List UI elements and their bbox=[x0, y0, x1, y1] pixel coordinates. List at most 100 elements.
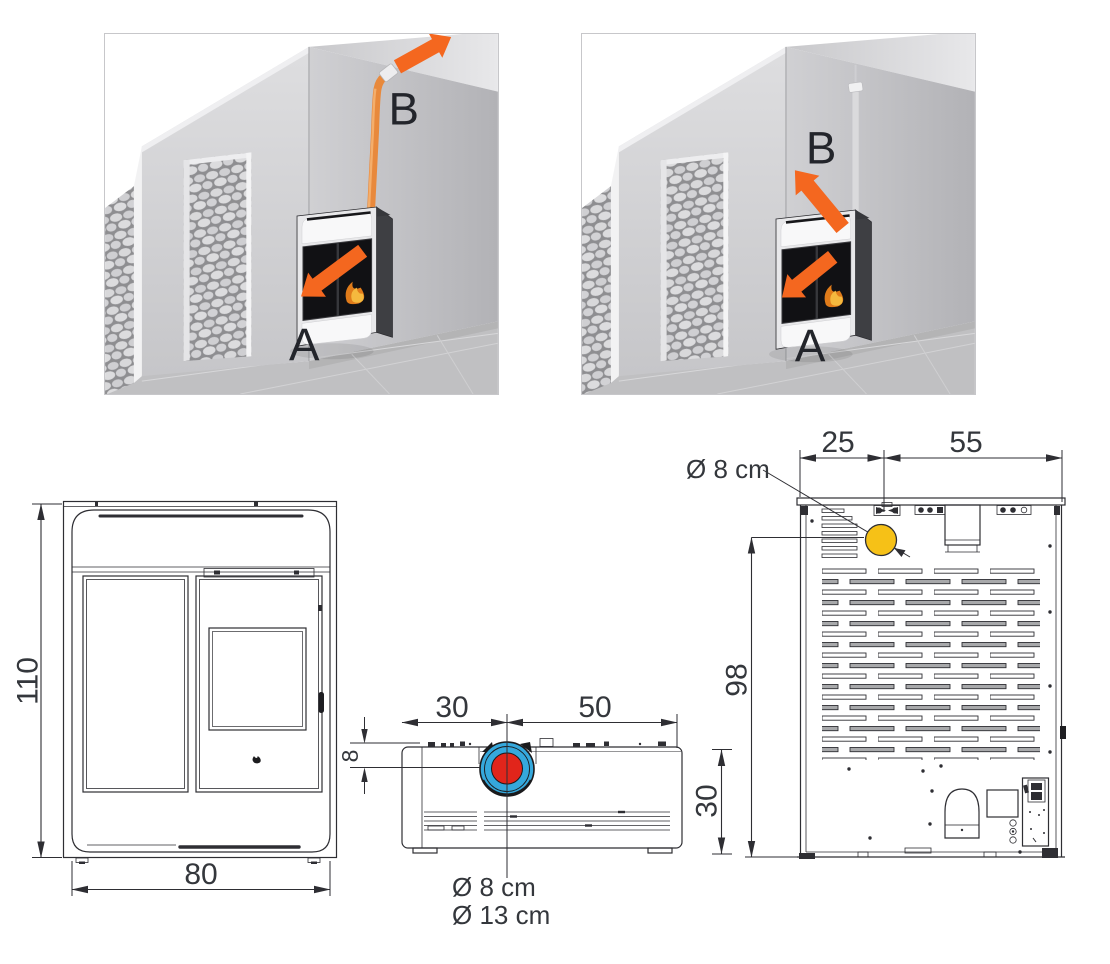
label-a: A bbox=[289, 319, 320, 370]
floor bbox=[105, 321, 498, 394]
technical-drawings: 110 80 bbox=[0, 420, 1110, 964]
door-handle bbox=[318, 692, 324, 713]
ceiling-collar bbox=[378, 63, 399, 82]
recessed-duct-channel bbox=[848, 64, 864, 213]
floor-wall-shadow bbox=[308, 321, 498, 370]
rear-flue-outlet bbox=[762, 469, 911, 558]
dim-25-label: 25 bbox=[821, 426, 854, 459]
floor-tile-line bbox=[436, 335, 474, 394]
stove-side bbox=[855, 209, 872, 341]
stove-bottom-band bbox=[301, 314, 372, 345]
wall-top-strip bbox=[141, 46, 309, 153]
doorway-jamb-left bbox=[183, 159, 190, 362]
stove-shadow bbox=[769, 346, 853, 363]
floor-tile-line bbox=[717, 342, 975, 394]
arrow-b-exhaust bbox=[794, 170, 849, 233]
dim-bottom-30: 30 bbox=[691, 749, 732, 855]
top-edge-clips bbox=[428, 738, 666, 747]
wall-edge-strip bbox=[610, 146, 619, 384]
front-window-inner bbox=[212, 631, 303, 727]
scene-left-svg: B A bbox=[105, 34, 498, 394]
arrow-b-exhaust bbox=[393, 34, 452, 74]
rear-side-tab bbox=[1060, 726, 1066, 739]
front-left-door-inner bbox=[86, 579, 185, 789]
arrow-a-hot-air bbox=[781, 250, 838, 298]
dim-30-label: 30 bbox=[435, 691, 468, 724]
door-hinge-mark bbox=[318, 605, 322, 611]
ceiling bbox=[785, 34, 975, 92]
front-right-door-inner bbox=[199, 579, 319, 789]
brand-flame-logo bbox=[252, 756, 261, 764]
room-structure bbox=[582, 34, 975, 394]
floor-tile-line bbox=[913, 335, 951, 394]
rear-junction-box bbox=[986, 789, 1019, 818]
channel bbox=[851, 88, 860, 213]
rear-arch-opening bbox=[944, 788, 980, 839]
wall-top-strip bbox=[618, 46, 786, 153]
installation-scene-recessed-duct: B A bbox=[581, 33, 976, 395]
dim-110-label: 110 bbox=[12, 657, 45, 705]
dim-30-rear-label: 30 bbox=[691, 784, 724, 817]
doorway-jamb-left bbox=[660, 159, 667, 362]
dim-55-label: 55 bbox=[949, 426, 982, 459]
floor-tile-line bbox=[618, 332, 975, 382]
dim-98-label: 98 bbox=[721, 663, 754, 696]
flue-clamp bbox=[520, 742, 532, 753]
flue-diameter-label-8cm: Ø 8 cm bbox=[452, 872, 536, 902]
front-body bbox=[71, 509, 331, 853]
rear-top-hinges bbox=[801, 502, 1060, 516]
doorway-lintel bbox=[660, 152, 729, 166]
dim-8-label: 8 bbox=[337, 750, 363, 763]
flue-pipe-highlight bbox=[367, 88, 377, 210]
wall-edge-strip bbox=[133, 146, 142, 384]
label-a: A bbox=[795, 320, 826, 371]
dim-height-98: 98 bbox=[721, 537, 864, 858]
stone-wall-edge bbox=[105, 186, 134, 394]
stove bbox=[296, 206, 393, 347]
rear-flue-diameter-label: Ø 8 cm bbox=[686, 454, 770, 484]
arrow-a-hot-air bbox=[301, 244, 368, 297]
channel-cap bbox=[848, 81, 864, 93]
label-b: B bbox=[389, 83, 420, 134]
doorway-jamb-right bbox=[246, 152, 252, 357]
dim-50-label: 50 bbox=[578, 691, 611, 724]
dim-25-55: 25 55 bbox=[799, 426, 1063, 512]
vent-slot-mark bbox=[214, 570, 220, 575]
front-foot-pad bbox=[79, 861, 85, 864]
stove-shadow bbox=[290, 343, 374, 360]
rear-button bbox=[1009, 819, 1017, 827]
flue-diameter-label-13cm: Ø 13 cm bbox=[452, 900, 550, 930]
flame-inner bbox=[830, 290, 843, 306]
rear-bolts bbox=[810, 519, 1052, 854]
floor-tile-line bbox=[351, 353, 390, 394]
rear-vent-field bbox=[822, 566, 1040, 760]
floor-wall-shadow bbox=[785, 321, 975, 370]
front-top-mark bbox=[254, 501, 258, 506]
front-foot-pad bbox=[311, 861, 317, 864]
rear-power-panel bbox=[1021, 777, 1050, 847]
drawings-svg: 110 80 bbox=[12, 426, 1066, 930]
label-b: B bbox=[806, 122, 837, 173]
rear-upper-slat-column bbox=[821, 508, 858, 558]
dim-depth-8: 8 bbox=[337, 717, 481, 794]
dim-80-label: 80 bbox=[184, 858, 217, 891]
doorway-jamb-right bbox=[723, 152, 729, 357]
rear-flue-channel-box bbox=[944, 504, 981, 553]
dim-width-80: 80 bbox=[71, 858, 331, 896]
stove-top-slot bbox=[306, 211, 371, 221]
doorway-stone bbox=[660, 152, 729, 362]
top-body bbox=[401, 746, 683, 849]
rear-button bbox=[1009, 836, 1017, 844]
installation-scene-vertical-duct: B A bbox=[104, 33, 499, 395]
dim-30-50: 30 50 bbox=[401, 691, 678, 748]
top-view-slats bbox=[424, 810, 670, 831]
flame-inner bbox=[351, 287, 364, 303]
stove-side bbox=[376, 206, 393, 338]
top-foot bbox=[647, 847, 673, 854]
rear-button bbox=[1009, 827, 1017, 836]
front-outer-frame bbox=[62, 500, 338, 859]
rear-foot bbox=[983, 851, 997, 858]
front-view-drawing: 110 80 bbox=[12, 500, 338, 896]
rear-foot bbox=[857, 851, 869, 858]
